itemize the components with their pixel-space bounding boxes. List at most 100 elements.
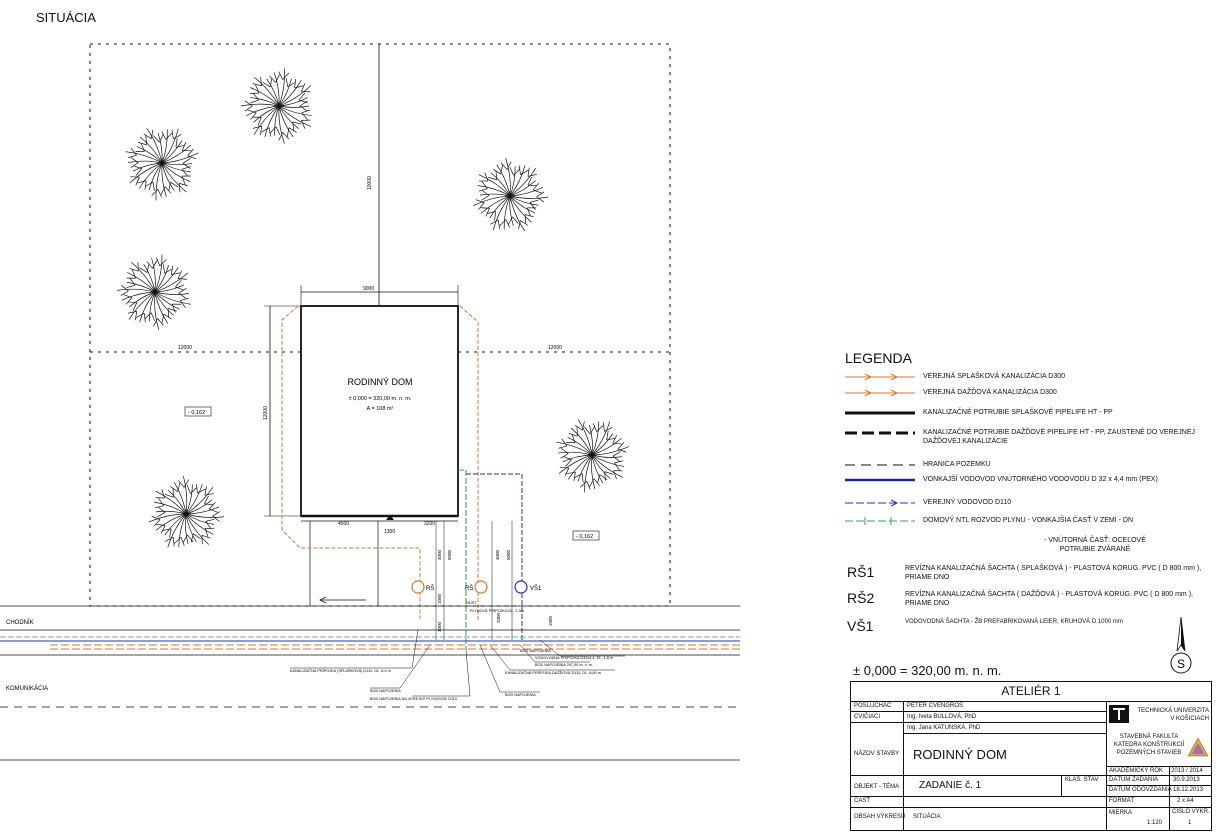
dim-bottom-left: 4500 <box>338 521 349 527</box>
tb-obsah: SITUÁCIA <box>913 814 941 820</box>
legend-symbol-6 <box>845 478 915 482</box>
tb-cislo: 1 <box>1188 820 1192 826</box>
hust-label: HUST <box>466 600 477 605</box>
tree-icon <box>125 128 199 201</box>
dim-v8: 1000 <box>548 615 553 626</box>
note-4: BOD NAPOJENIA <box>505 693 536 697</box>
note-3: BOD NAPOJENIA NA VEREJNÝ PLYNOVOD D110 <box>370 697 457 701</box>
dim-v4: 5000 <box>506 549 511 560</box>
shaft-rs2 <box>474 580 488 594</box>
trees <box>116 68 630 548</box>
dim-left: 12000 <box>178 345 192 351</box>
tree-icon <box>473 158 549 232</box>
tb-odo: 18.12.2013 <box>1173 787 1204 793</box>
tb-fac-2: KATEDRA KONŠTRUKCIÍ <box>1113 742 1185 748</box>
tree-icon <box>148 476 224 548</box>
tree-icon <box>116 254 192 330</box>
legend-text-5: HRANICA POZEMKU <box>923 461 991 468</box>
tb-akad: 2013 / 2014 <box>1171 768 1203 774</box>
tb-fac-3: POZEMNÝCH STAVIEB <box>1116 750 1182 756</box>
shaft-rs1 <box>411 580 425 594</box>
dim-bottom-right: 3200 <box>424 521 435 527</box>
tb-akad-label: AKADEMICKÝ ROK <box>1109 768 1164 774</box>
house-title: RODINNÝ DOM <box>348 377 413 387</box>
legend-code-2: RŠ2 <box>847 590 875 606</box>
tb-mierka: 1:120 <box>1147 820 1163 826</box>
dim-v6: 1000 <box>437 621 442 632</box>
tb-uni-1: TECHNICKÁ UNIVERZITA <box>1137 708 1209 714</box>
legend-code-text-1: REVÍZNA KANALIZAČNÁ ŠACHTA ( SPLAŠKOVÁ )… <box>905 565 1202 581</box>
tree-icon <box>240 68 312 144</box>
compass-label: S <box>1177 657 1185 671</box>
legend-symbol-5 <box>845 464 915 466</box>
tb-fac-1: STAVEBNÁ FAKULTA <box>1119 734 1179 740</box>
house-datum: ± 0,000 = 320,00 m. n. m. <box>349 396 412 402</box>
house-outline <box>300 305 459 517</box>
tb-cviciaci-1: Ing. Iveta BULLOVÁ, PhD <box>907 714 977 720</box>
tb-cviciaci-label: CVIČIACI <box>854 714 881 720</box>
shaft-rs2-label: RŠ <box>465 585 473 592</box>
tb-zad-label: DÁTUM ZADANIA <box>1109 777 1159 783</box>
legend-text-3: KANALIZAČNÉ POTRUBIE SPLAŠKOVÉ PIPELIFE … <box>923 409 1113 416</box>
legend-title: LEGENDA <box>845 350 912 366</box>
legend-symbol-4 <box>845 431 915 435</box>
legend-text-7: VEREJNÝ VODOVOD D110 <box>923 499 1012 506</box>
legend-text-2: VEREJNÁ DAŽĎOVÁ KANALIZÁCIA D300 <box>923 389 1057 396</box>
legend-symbol-7 <box>845 499 915 507</box>
komunikacia-label: KOMUNIKÁCIA <box>6 685 48 692</box>
legend-text-9: - VNÚTORNÁ ČASŤ: OCEĽOVÉ POTRUBIE ZVÁRAN… <box>1044 537 1146 553</box>
note-8: BOD NAPOJENIA <box>520 649 551 653</box>
legend-code-text-2: REVÍZNA KANALIZAČNÁ ŠACHTA ( DAŽĎOVÁ ) -… <box>905 591 1193 607</box>
dim-small: 1300 <box>384 529 395 535</box>
level-right: - 0,162 <box>576 534 593 540</box>
note-9: PLYNOVÁ PRÍPOJKA DL. 2,3m <box>470 609 524 613</box>
note-1: KANALIZAČNÁ PRÍPOJKA (SPLAŠKOVÁ) D110, D… <box>290 668 391 673</box>
tb-cast-label: ČASŤ <box>854 798 871 804</box>
dim-right: 12000 <box>548 345 562 351</box>
legend-code-3: VŠ1 <box>847 618 874 634</box>
dim-v2: 5000 <box>447 549 452 560</box>
tb-nazov-label: NÁZOV STAVBY <box>854 751 900 757</box>
university-logo-icon <box>1109 705 1129 723</box>
datum-label: ± 0,000 = 320,00 m. n. m. <box>853 663 1002 678</box>
faculty-logo-icon <box>1187 737 1209 757</box>
chodnik-label: CHODNÍK <box>6 619 34 626</box>
tb-posluchac: PETER CVENGROŠ <box>907 703 964 709</box>
tb-uni-2: V KOŠICIACH <box>1170 716 1209 722</box>
tb-objekt: ZADANIE č. 1 <box>919 780 982 791</box>
legend-text-4: KANALIZAČNÉ POTRUBIE DAŽĎOVÉ PIPELIFE HT… <box>923 429 1196 445</box>
tb-cviciaci-2: Ing. Jana KATUNSKÁ, PhD <box>907 725 981 731</box>
dim-v3: 4000 <box>495 549 500 560</box>
shaft-vs1-label: VŠ1 <box>530 585 542 592</box>
legend-text-6: VONKAJŠÍ VODOVOD VNÚTORNÉHO VODOVODU D 3… <box>923 476 1158 483</box>
tb-odo-label: DÁTUM ODOVZDANIA <box>1109 787 1172 793</box>
note-6: BOD NAPOJENIA 297,00 m. n. m. <box>535 663 593 667</box>
tree-icon <box>556 419 630 493</box>
tb-format-label: FORMÁT <box>1109 798 1135 804</box>
dim-house-height: 12000 <box>263 406 269 420</box>
dim-v1: 4000 <box>437 549 442 560</box>
tb-objekt-label: OBJEKT - TÉMA <box>854 784 900 790</box>
dim-v7: 1000 <box>496 612 501 623</box>
legend-symbol-8 <box>845 517 915 525</box>
tb-zad: 30.9.2013 <box>1173 777 1200 783</box>
note-2: BOD NAPOJENIA <box>370 689 401 693</box>
note-7: VODOVODNÁ PRÍPOJKA D32x4,4, DL. 1,8 m <box>535 656 613 660</box>
legend-text-8: DOMOVÝ NTL ROZVOD PLYNU - VONKAJŠIA ČASŤ… <box>923 517 1134 524</box>
tb-cislo-label: ČÍSLO VÝKR. <box>1172 809 1210 815</box>
legend-code-text-3: VODOVODNÁ ŠACHTA - ŽB PREFABRIKOVANÁ LEI… <box>905 619 1123 625</box>
dim-house-width: 9000 <box>363 286 374 292</box>
tb-header: ATELIÉR 1 <box>1001 684 1061 698</box>
shaft-rs1-label: RŠ <box>426 585 434 592</box>
dim-v5: 1000 <box>437 593 442 604</box>
shaft-vs1 <box>514 580 528 594</box>
tb-obsah-label: OBSAH VÝKRESU <box>854 814 906 820</box>
sheet-title: SITUÁCIA <box>36 10 96 25</box>
legend-code-1: RŠ1 <box>847 564 875 580</box>
tb-posluchac-label: POSLUCHÁČ <box>854 703 892 709</box>
legend-symbol-1 <box>845 373 915 381</box>
tb-klas-label: KLAS. STAV <box>1065 777 1099 783</box>
legend-symbol-2 <box>845 389 915 397</box>
house-area: A = 108 m² <box>367 406 394 412</box>
